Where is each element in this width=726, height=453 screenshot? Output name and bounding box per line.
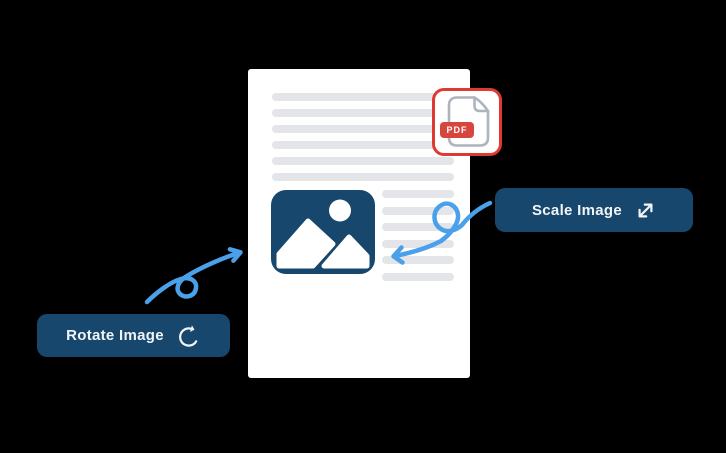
text-line-placeholder <box>272 156 454 165</box>
scale-diagonal-arrow-icon <box>638 202 653 217</box>
text-line-placeholder <box>272 172 454 181</box>
text-line-placeholder <box>272 140 454 149</box>
side-text-line-placeholder <box>382 206 454 215</box>
rotate-image-button[interactable]: Rotate Image <box>37 314 230 357</box>
photo-icon <box>271 190 375 274</box>
scale-image-button[interactable]: Scale Image <box>495 188 693 232</box>
text-line-placeholder <box>272 93 454 101</box>
side-text-line-placeholder <box>382 273 454 281</box>
rotate-arrow <box>144 247 243 305</box>
file-icon <box>447 96 490 147</box>
rotate-clockwise-icon <box>178 324 198 347</box>
side-text-line-placeholder <box>382 223 454 232</box>
rotate-arrow-head <box>227 247 243 263</box>
side-text-line-placeholder <box>382 190 454 198</box>
pdf-format-label: PDF <box>440 122 474 138</box>
back-mountain <box>276 218 336 269</box>
side-text-line-placeholder <box>382 239 454 248</box>
text-line-placeholder <box>272 108 454 117</box>
front-mountain <box>321 234 370 269</box>
rotate-image-label: Rotate Image <box>66 327 164 344</box>
sun-circle <box>329 199 351 222</box>
side-text-line-placeholder <box>382 256 454 265</box>
pdf-file-badge: PDF <box>432 88 502 156</box>
text-line-placeholder <box>272 124 454 133</box>
folded-corner <box>473 96 490 113</box>
document-image-placeholder <box>271 190 375 274</box>
scale-image-label: Scale Image <box>531 201 623 219</box>
